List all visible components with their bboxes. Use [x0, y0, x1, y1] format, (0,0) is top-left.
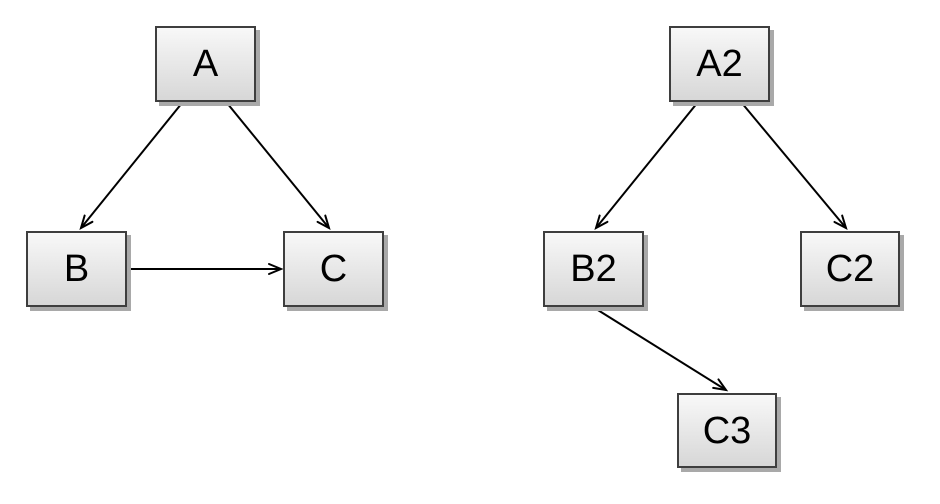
node-C: C [283, 231, 384, 307]
node-C2: C2 [800, 231, 900, 307]
node-label-C2: C2 [825, 248, 875, 290]
edge-A-C [226, 102, 331, 231]
node-C3: C3 [677, 393, 777, 468]
edge-group [79, 101, 848, 392]
node-label-A2: A2 [696, 43, 743, 85]
node-B: B [26, 231, 127, 307]
node-A2: A2 [669, 26, 770, 102]
edge-A2-B2 [594, 101, 699, 231]
node-label-C: C [319, 248, 348, 290]
edge-B2-C3 [592, 306, 729, 392]
node-label-B2: B2 [570, 248, 617, 290]
node-label-A: A [192, 43, 219, 85]
node-label-B: B [63, 248, 90, 290]
node-B2: B2 [543, 231, 644, 307]
node-A: A [155, 26, 256, 102]
edge-A-B [79, 102, 183, 231]
node-label-C3: C3 [702, 409, 752, 452]
edge-A2-C2 [740, 101, 848, 230]
